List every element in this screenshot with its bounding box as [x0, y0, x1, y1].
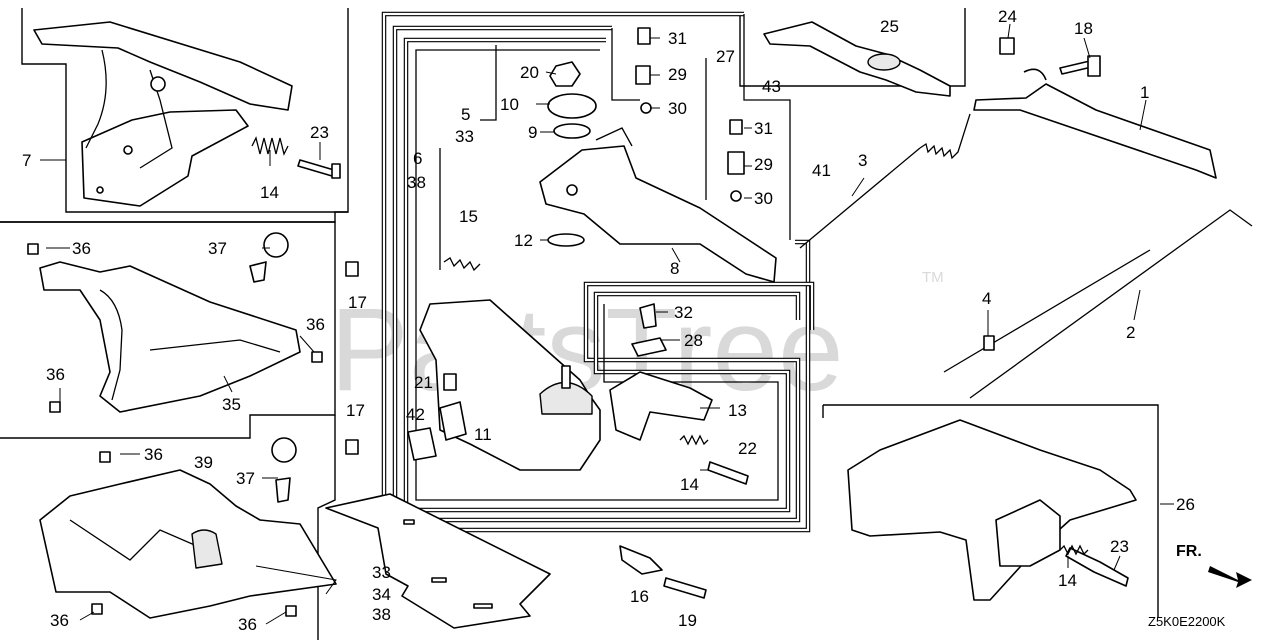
callout-33: 33	[372, 563, 391, 582]
callout-24: 24	[998, 7, 1017, 26]
callout-31a: 31	[668, 29, 687, 48]
throttle-bracket-7	[33, 21, 293, 207]
callout-36b: 36	[306, 315, 325, 334]
callout-15: 15	[459, 207, 478, 226]
callout-36a: 36	[72, 239, 91, 258]
callout-30b: 30	[754, 189, 773, 208]
callout-17b: 17	[346, 401, 365, 420]
callout-16: 16	[630, 587, 649, 606]
callout-27: 27	[716, 47, 735, 66]
cover-35	[39, 261, 301, 413]
callout-5b: 33	[455, 127, 474, 146]
callout-1: 1	[1140, 83, 1149, 102]
front-direction-indicator: FR.	[1176, 543, 1252, 588]
callout-5: 5	[461, 105, 470, 124]
fasteners-center	[345, 27, 1101, 599]
callout-25: 25	[880, 17, 899, 36]
callout-14b: 14	[680, 475, 699, 494]
callout-26: 26	[1176, 495, 1195, 514]
grommet-4	[983, 335, 995, 351]
callout-21: 21	[414, 373, 433, 392]
callout-20: 20	[520, 63, 539, 82]
callout-29b: 29	[754, 155, 773, 174]
cable-frames	[381, 11, 815, 533]
callout-43: 43	[762, 77, 781, 96]
callout-12: 12	[514, 231, 533, 250]
callout-42: 42	[406, 405, 425, 424]
leader-lines	[40, 23, 1174, 625]
callout-labels: 1 2 3 4 5 33 6 38 7 8 9 10 11 12 13 14 1…	[22, 7, 1195, 634]
callout-36f: 36	[238, 615, 257, 634]
callout-35: 35	[222, 395, 241, 414]
control-lever-8	[539, 127, 777, 283]
cover-26	[847, 419, 1137, 601]
callout-3: 3	[858, 151, 867, 170]
callout-37b: 37	[236, 469, 255, 488]
callout-41: 41	[812, 161, 831, 180]
callout-38: 38	[372, 605, 391, 624]
watermark-trademark: TM	[922, 269, 944, 286]
bracket-25	[763, 21, 951, 97]
callout-23a: 23	[310, 123, 329, 142]
spring-3	[799, 113, 971, 249]
rod-2	[943, 209, 1253, 399]
callout-11: 11	[474, 425, 492, 444]
callout-34: 34	[372, 585, 391, 604]
diagram-code: Z5K0E2200K	[1148, 614, 1226, 629]
callout-39: 39	[194, 453, 213, 472]
front-arrow-icon	[1208, 566, 1252, 588]
callout-2: 2	[1126, 323, 1135, 342]
callout-36c: 36	[46, 365, 65, 384]
callout-10: 10	[500, 95, 519, 114]
callout-13: 13	[728, 401, 747, 420]
callout-14a: 14	[260, 183, 279, 202]
plate-33-34-38	[325, 493, 551, 629]
callout-31b: 31	[754, 119, 773, 138]
bolts-36-left	[27, 243, 323, 413]
callout-6b: 38	[407, 173, 426, 192]
callout-23b: 23	[1110, 537, 1129, 556]
callout-6: 6	[413, 149, 422, 168]
region-frames	[0, 8, 1159, 640]
callout-8: 8	[670, 259, 679, 278]
front-direction-label: FR.	[1176, 543, 1202, 560]
callout-22: 22	[738, 439, 757, 458]
callout-7: 7	[22, 151, 31, 170]
callout-36d: 36	[144, 445, 163, 464]
callout-9: 9	[528, 123, 537, 142]
clip-37a	[249, 232, 289, 283]
callout-17a: 17	[348, 293, 367, 312]
callout-14c: 14	[1058, 571, 1077, 590]
callout-30a: 30	[668, 99, 687, 118]
cover-39	[39, 437, 337, 619]
callout-19: 19	[678, 611, 697, 630]
callout-4: 4	[982, 289, 991, 308]
spring-14a	[251, 136, 289, 156]
callout-18: 18	[1074, 19, 1093, 38]
callout-29a: 29	[668, 65, 687, 84]
rod-1	[973, 68, 1217, 179]
bolt-23a	[297, 159, 341, 179]
callout-37a: 37	[208, 239, 227, 258]
callout-28: 28	[684, 331, 703, 350]
callout-32: 32	[674, 303, 693, 322]
callout-36e: 36	[50, 611, 69, 630]
